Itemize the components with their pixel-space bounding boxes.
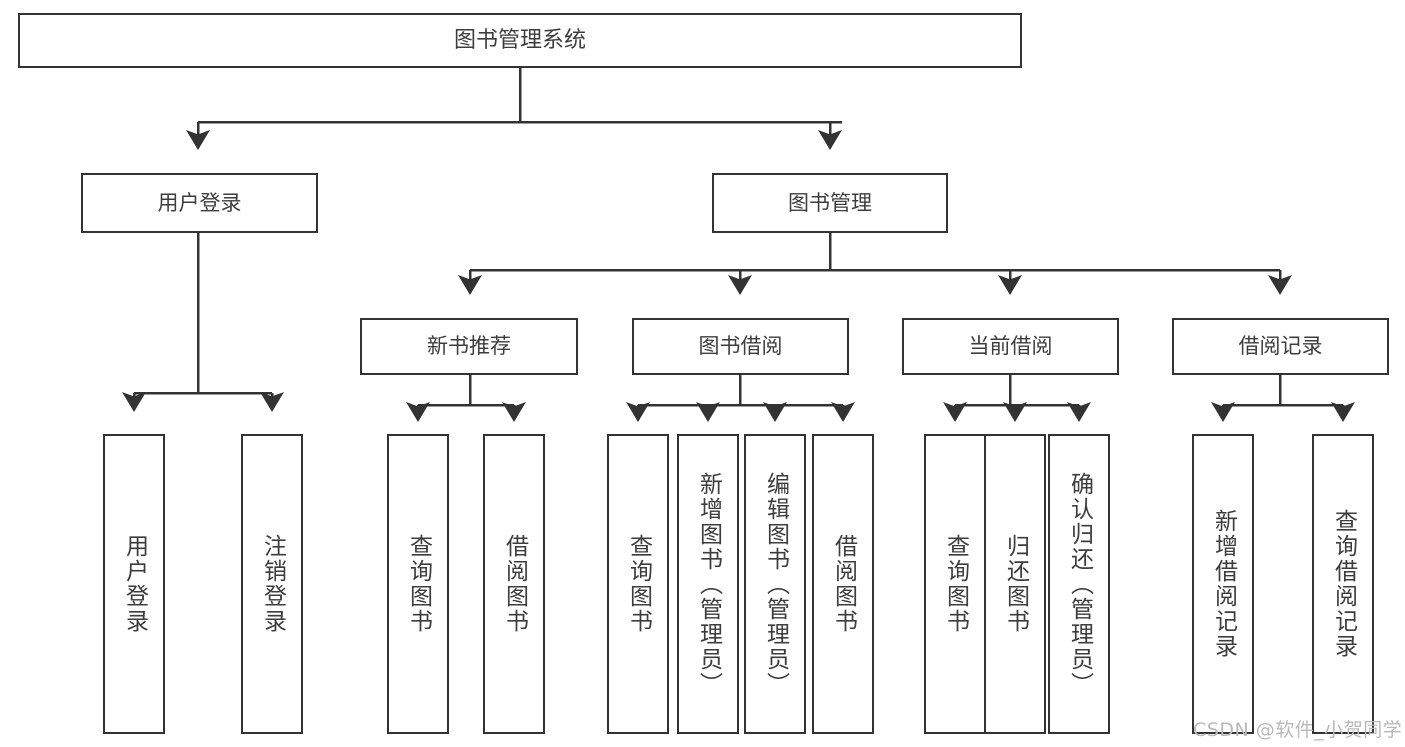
leaf-borrow-query-book[interactable]: 查询图书 <box>607 434 669 734</box>
node-label: 注销登录 <box>259 534 286 634</box>
node-borrow-record[interactable]: 借阅记录 <box>1172 318 1389 375</box>
node-label: 借阅图书 <box>830 534 857 634</box>
node-system-root[interactable]: 图书管理系统 <box>18 13 1022 68</box>
leaf-record-add[interactable]: 新增借阅记录 <box>1192 434 1254 734</box>
leaf-user-login-logout[interactable]: 注销登录 <box>241 434 303 734</box>
node-label: 图书管理 <box>788 190 872 215</box>
leaf-current-query-book[interactable]: 查询图书 <box>924 434 986 734</box>
node-label: 确认归还（管理员） <box>1066 471 1093 697</box>
leaf-borrow-add-book[interactable]: 新增图书（管理员） <box>677 434 739 734</box>
node-label: 查询图书 <box>942 534 969 634</box>
node-label: 查询借阅记录 <box>1330 509 1357 659</box>
node-current-borrow[interactable]: 当前借阅 <box>902 318 1119 375</box>
leaf-new-book-borrow[interactable]: 借阅图书 <box>483 434 545 734</box>
node-book-management[interactable]: 图书管理 <box>712 173 948 233</box>
node-label: 编辑图书（管理员） <box>762 471 789 697</box>
node-label: 新书推荐 <box>427 334 511 359</box>
node-user-login[interactable]: 用户登录 <box>81 173 318 233</box>
node-label: 归还图书 <box>1002 534 1029 634</box>
csdn-watermark: CSDN @软件_小贺同学 <box>1193 719 1403 741</box>
node-book-borrow[interactable]: 图书借阅 <box>632 318 849 375</box>
leaf-borrow-borrow-book[interactable]: 借阅图书 <box>812 434 874 734</box>
leaf-current-return-book[interactable]: 归还图书 <box>984 434 1046 734</box>
node-label: 借阅记录 <box>1238 334 1323 359</box>
node-label: 借阅图书 <box>501 534 528 634</box>
node-label: 图书管理系统 <box>453 27 586 53</box>
node-label: 新增借阅记录 <box>1210 509 1237 659</box>
leaf-record-query[interactable]: 查询借阅记录 <box>1312 434 1374 734</box>
node-label: 图书借阅 <box>698 334 783 359</box>
node-new-book-recommend[interactable]: 新书推荐 <box>360 318 578 375</box>
leaf-new-book-query[interactable]: 查询图书 <box>387 434 449 734</box>
node-label: 用户登录 <box>121 534 148 634</box>
leaf-user-login-login[interactable]: 用户登录 <box>103 434 165 734</box>
leaf-borrow-edit-book[interactable]: 编辑图书（管理员） <box>744 434 806 734</box>
node-label: 查询图书 <box>625 534 652 634</box>
node-label: 当前借阅 <box>968 334 1053 359</box>
node-label: 新增图书（管理员） <box>695 471 722 697</box>
leaf-current-confirm-return[interactable]: 确认归还（管理员） <box>1048 434 1110 734</box>
node-label: 查询图书 <box>405 534 432 634</box>
node-label: 用户登录 <box>157 190 242 215</box>
